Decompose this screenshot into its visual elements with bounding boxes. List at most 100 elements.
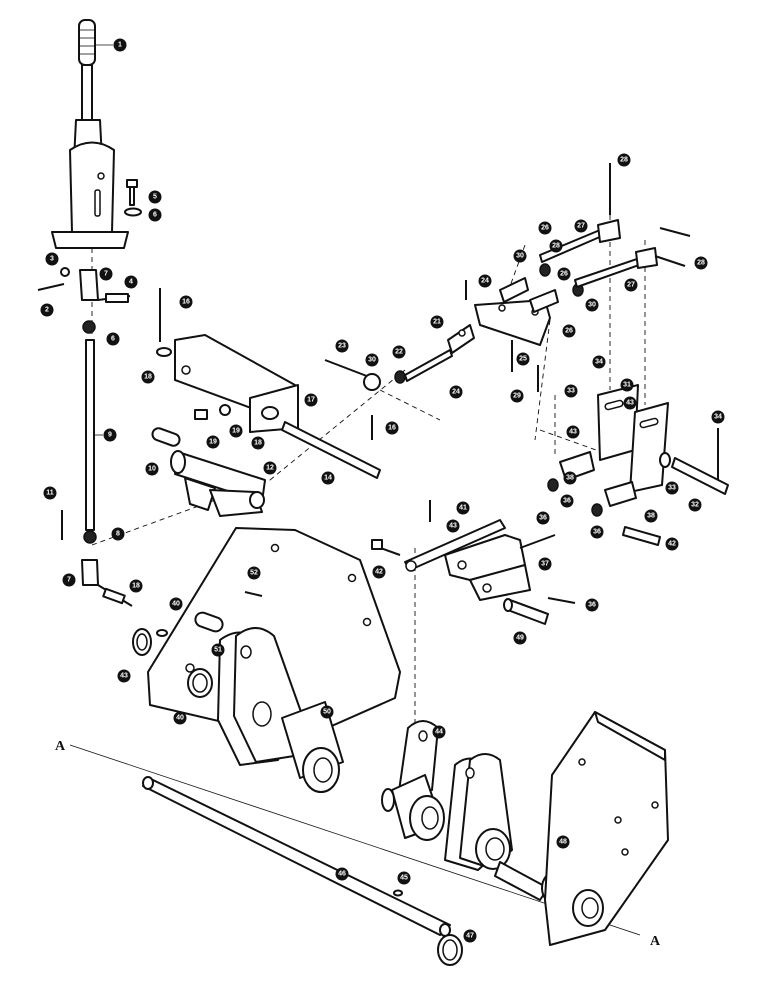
- svg-text:40: 40: [172, 601, 180, 608]
- svg-text:43: 43: [120, 673, 128, 680]
- callout-26-c: 26: [562, 324, 576, 338]
- callout-10: 10: [145, 462, 159, 476]
- svg-text:44: 44: [435, 729, 443, 736]
- svg-text:10: 10: [148, 466, 156, 473]
- svg-text:34: 34: [714, 414, 722, 421]
- svg-text:30: 30: [516, 253, 524, 260]
- bolt-and-washer-5-6: [124, 179, 142, 217]
- side-plates-31: [597, 384, 729, 495]
- callout-27-b: 27: [624, 278, 638, 292]
- svg-text:28: 28: [620, 157, 628, 164]
- callout-22: 22: [392, 345, 406, 359]
- callout-6-rod: 6: [106, 332, 120, 346]
- svg-text:26: 26: [565, 328, 573, 335]
- svg-text:21: 21: [433, 319, 441, 326]
- callout-28-c: 28: [694, 256, 708, 270]
- callout-25: 25: [516, 352, 530, 366]
- svg-text:12: 12: [266, 465, 274, 472]
- callout-19-b: 19: [229, 424, 243, 438]
- svg-text:38: 38: [647, 513, 655, 520]
- callout-30-b: 30: [365, 353, 379, 367]
- svg-text:42: 42: [375, 569, 383, 576]
- right-mount-plate: [544, 711, 669, 946]
- control-lever-assembly: [51, 19, 129, 249]
- callout-24-a: 24: [449, 385, 463, 399]
- svg-text:22: 22: [395, 349, 403, 356]
- svg-text:52: 52: [250, 570, 258, 577]
- svg-text:24: 24: [481, 278, 489, 285]
- callout-18-left: 18: [141, 370, 155, 384]
- svg-text:47: 47: [466, 933, 474, 940]
- callout-16-top: 16: [179, 295, 193, 309]
- svg-text:46: 46: [338, 871, 346, 878]
- svg-text:33: 33: [567, 388, 575, 395]
- svg-text:24: 24: [452, 389, 460, 396]
- svg-text:29: 29: [513, 393, 521, 400]
- callout-17: 17: [304, 393, 318, 407]
- callout-6-top: 6: [148, 208, 162, 222]
- callout-42-a: 42: [372, 565, 386, 579]
- callout-52: 52: [247, 566, 261, 580]
- link-arm-41: [371, 500, 506, 572]
- svg-text:34: 34: [595, 359, 603, 366]
- callout-9: 9: [95, 428, 117, 442]
- svg-text:9: 9: [108, 432, 112, 439]
- callout-1: 1: [96, 38, 127, 52]
- svg-text:43: 43: [569, 429, 577, 436]
- svg-text:5: 5: [153, 194, 157, 201]
- callout-38-b: 38: [644, 509, 658, 523]
- svg-text:30: 30: [368, 357, 376, 364]
- svg-text:36: 36: [563, 498, 571, 505]
- svg-text:14: 14: [324, 475, 332, 482]
- callout-44: 44: [432, 725, 446, 739]
- svg-text:26: 26: [541, 225, 549, 232]
- callout-24-b: 24: [478, 274, 492, 288]
- callout-28-a: 28: [549, 239, 563, 253]
- callout-3: 3: [45, 252, 59, 266]
- callout-36-c: 36: [585, 598, 599, 612]
- callout-45: 45: [397, 871, 411, 885]
- callout-43-b: 43: [117, 669, 131, 683]
- cross-shaft-14: [281, 415, 381, 479]
- svg-text:42: 42: [668, 541, 676, 548]
- callout-11: 11: [43, 486, 57, 500]
- callout-4: 4: [124, 275, 138, 289]
- callout-23: 23: [335, 339, 349, 353]
- svg-text:30: 30: [588, 302, 596, 309]
- callout-12: 12: [263, 461, 277, 475]
- svg-text:19: 19: [209, 439, 217, 446]
- callout-40-b: 40: [173, 711, 187, 725]
- callout-49: 49: [513, 631, 527, 645]
- callout-18-bottom: 18: [129, 579, 143, 593]
- callout-7-top: 7: [99, 267, 113, 281]
- callout-29: 29: [510, 389, 524, 403]
- lever-arm-12: [151, 427, 266, 517]
- callout-33-a: 33: [564, 384, 578, 398]
- svg-text:36: 36: [588, 602, 596, 609]
- svg-text:17: 17: [307, 397, 315, 404]
- callout-32: 32: [688, 498, 702, 512]
- callout-30-c: 30: [585, 298, 599, 312]
- callout-51: 51: [211, 643, 225, 657]
- callout-18-mid: 18: [251, 436, 265, 450]
- svg-text:11: 11: [46, 490, 54, 497]
- callout-40-a: 40: [169, 597, 183, 611]
- svg-text:37: 37: [541, 561, 549, 568]
- svg-text:27: 27: [577, 223, 585, 230]
- svg-text:36: 36: [593, 529, 601, 536]
- washers-left: [132, 628, 213, 698]
- callout-21: 21: [430, 315, 444, 329]
- svg-text:16: 16: [388, 425, 396, 432]
- svg-text:40: 40: [176, 715, 184, 722]
- callout-31: 31: [620, 378, 634, 392]
- callout-34-b: 34: [711, 410, 725, 424]
- callout-34-a: 34: [592, 355, 606, 369]
- callout-41: 41: [456, 501, 470, 515]
- section-label-start: A: [55, 739, 66, 754]
- svg-text:28: 28: [697, 260, 705, 267]
- callout-26-b: 26: [557, 267, 571, 281]
- callout-38-a: 38: [563, 471, 577, 485]
- callout-46: 46: [335, 867, 349, 881]
- upper-rods-27: [539, 163, 691, 288]
- push-rod-9: [61, 339, 133, 607]
